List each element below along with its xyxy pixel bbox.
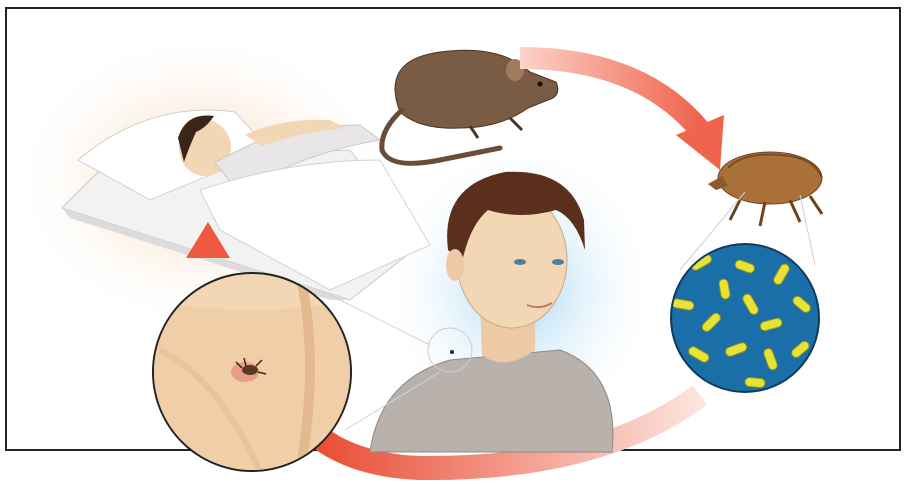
flea-icon [708, 152, 822, 226]
bacteria-magnified-icon [670, 243, 820, 393]
